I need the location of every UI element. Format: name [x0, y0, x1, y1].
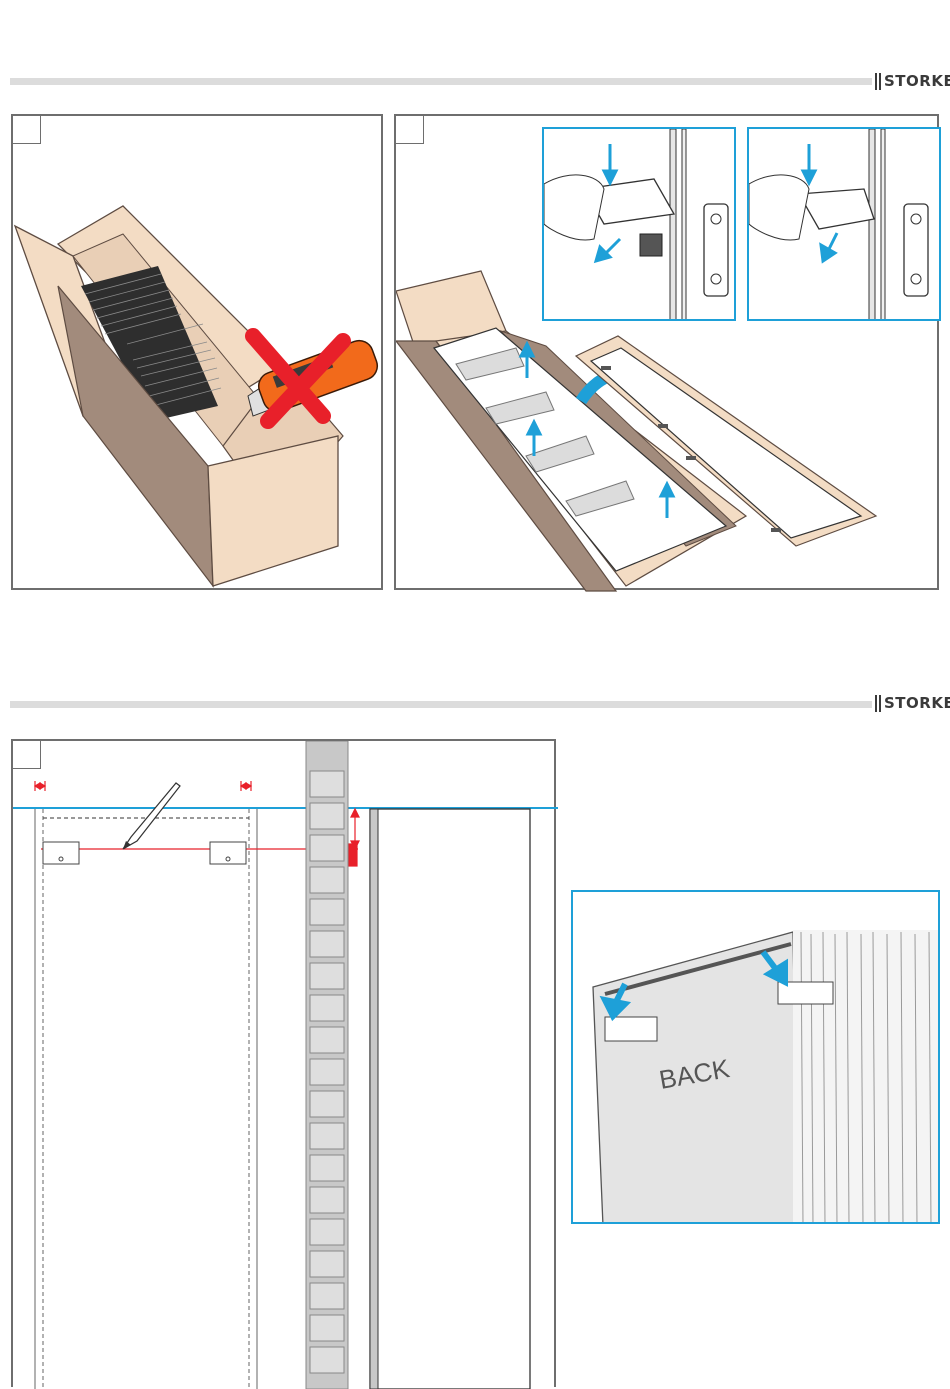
hinge-marking-diagram — [13, 741, 558, 1389]
header-rule-bottom — [10, 701, 872, 708]
brand-logo-top: STORKE — [875, 72, 950, 90]
box-unpacking-illustration — [13, 116, 385, 592]
hinge-release-illustration — [544, 129, 736, 321]
hinge-release-illustration — [749, 129, 941, 321]
hinge-release-inset-left — [542, 127, 736, 321]
back-hinge-inset: BACK — [571, 890, 940, 1224]
step-panel-3 — [11, 739, 556, 1387]
header-rule-top — [10, 78, 872, 85]
brand-name: STORKE — [884, 694, 950, 712]
pencil-icon — [123, 783, 180, 849]
back-view-illustration: BACK — [573, 892, 940, 1224]
brand-logo-bottom: STORKE — [875, 694, 950, 712]
step-panel-2 — [394, 114, 939, 590]
hinge-release-inset-right — [747, 127, 941, 321]
brand-name: STORKE — [884, 72, 950, 90]
step-panel-1 — [11, 114, 383, 590]
